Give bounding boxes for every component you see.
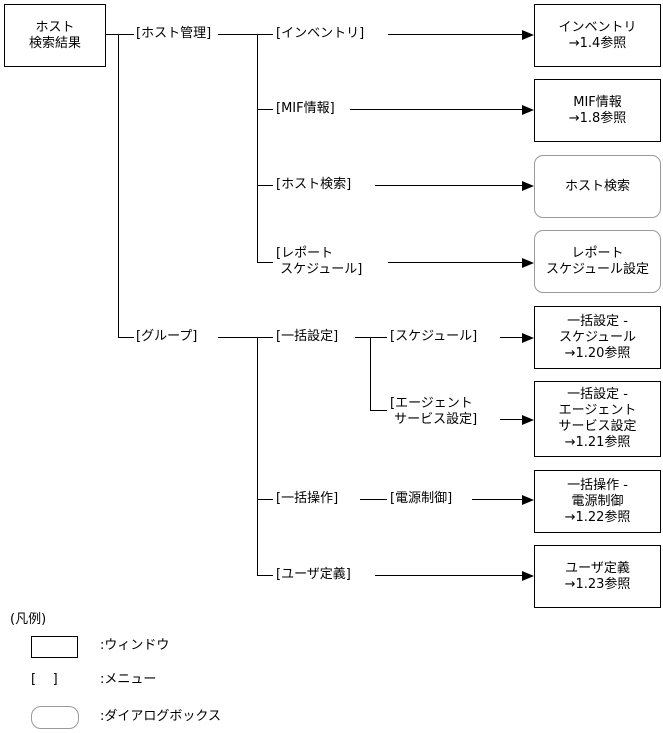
- menu-agent-line1: [エージェント: [390, 396, 473, 411]
- menu-schedule: [スケジュール]: [390, 329, 478, 344]
- arrow-line-inventory: [388, 34, 522, 35]
- arrow-head-power: [522, 495, 534, 505]
- window-bulk-agent-line2: エージェント: [558, 403, 637, 418]
- window-bulk-schedule-line2: スケジュール: [558, 329, 637, 345]
- menu-report-line1: [レポート: [276, 246, 334, 261]
- root-window-host-search-results: ホスト 検索結果: [4, 4, 106, 67]
- arrow-head-mif: [522, 105, 534, 115]
- window-user-def-line2: →1.23参照: [564, 576, 631, 592]
- window-bulk-power-line1: 一括操作 -: [567, 477, 628, 493]
- menu-group: [グループ]: [136, 329, 198, 344]
- connector-group-out: [218, 337, 273, 338]
- connector-to-agent: [370, 410, 387, 411]
- connector-bulk-settings-vertical: [370, 337, 371, 411]
- connector-to-host-search: [257, 185, 273, 186]
- connector-bulk-settings-out: [355, 337, 387, 338]
- connector-root-vertical: [118, 34, 119, 338]
- arrow-line-report: [388, 262, 522, 263]
- menu-bulk-operation: [一括操作]: [276, 491, 339, 506]
- arrow-line-mif: [350, 109, 522, 110]
- arrow-head-host-search: [522, 181, 534, 191]
- legend-dialog-label: :ダイアログボックス: [100, 709, 221, 724]
- legend-window-symbol: [31, 636, 78, 658]
- dialog-host-search-line1: ホスト検索: [564, 178, 630, 194]
- arrow-line-user-def: [375, 575, 522, 576]
- arrow-line-schedule: [500, 337, 522, 338]
- window-bulk-power-line3: →1.22参照: [564, 509, 631, 525]
- connector-to-mif: [257, 109, 273, 110]
- window-bulk-power-line2: 電源制御: [571, 493, 624, 509]
- connector-to-report: [257, 262, 273, 263]
- connector-bulk-operation-out: [360, 499, 387, 500]
- arrow-line-agent: [500, 419, 522, 420]
- window-mif-line2: →1.8参照: [568, 110, 627, 126]
- menu-host-search: [ホスト検索]: [276, 177, 352, 192]
- window-inventory-line2: →1.4参照: [568, 35, 627, 51]
- connector-to-group: [118, 337, 134, 338]
- dialog-report-line1: レポート: [571, 245, 624, 261]
- connector-host-out: [218, 34, 273, 35]
- window-bulk-agent-line3: サービス設定: [558, 419, 637, 434]
- arrow-head-report: [522, 258, 534, 268]
- arrow-line-host-search: [375, 185, 522, 186]
- arrow-head-schedule: [522, 333, 534, 343]
- arrow-head-agent: [522, 415, 534, 425]
- menu-bulk-settings: [一括設定]: [276, 329, 339, 344]
- menu-user-def: [ユーザ定義]: [276, 567, 351, 582]
- menu-agent-line2: サービス設定]: [390, 412, 478, 427]
- legend-dialog-symbol: [31, 706, 79, 729]
- dialog-host-search: ホスト検索: [534, 155, 661, 218]
- dialog-report-schedule: レポート スケジュール設定: [534, 230, 661, 293]
- window-mif: MIF情報 →1.8参照: [534, 79, 661, 142]
- menu-host-mgmt: [ホスト管理]: [136, 26, 212, 41]
- menu-report-line2: スケジュール]: [276, 262, 363, 277]
- menu-mif: [MIF情報]: [276, 101, 335, 116]
- window-inventory-line1: インベントリ: [558, 19, 637, 35]
- menu-power-control: [電源制御]: [390, 491, 453, 506]
- window-user-def-line1: ユーザ定義: [565, 560, 630, 576]
- window-inventory: インベントリ →1.4参照: [534, 4, 661, 67]
- connector-root-to-host: [106, 34, 134, 35]
- window-bulk-schedule: 一括設定 - スケジュール →1.20参照: [534, 306, 661, 369]
- legend-menu-symbol: [ ]: [31, 672, 58, 687]
- window-bulk-agent: 一括設定 - エージェント サービス設定 →1.21参照: [534, 381, 661, 457]
- connector-to-bulk-operation: [257, 499, 273, 500]
- window-bulk-agent-line4: →1.21参照: [564, 435, 631, 450]
- menu-inventory: [インベントリ]: [276, 26, 365, 41]
- window-bulk-schedule-line1: 一括設定 -: [567, 313, 628, 329]
- arrow-head-inventory: [522, 30, 534, 40]
- legend-title: (凡例): [10, 612, 47, 627]
- arrow-line-power: [472, 499, 522, 500]
- dialog-report-line2: スケジュール設定: [545, 261, 650, 277]
- window-user-def: ユーザ定義 →1.23参照: [534, 545, 661, 608]
- legend-window-label: :ウィンドウ: [100, 638, 170, 653]
- root-line1: ホスト: [35, 19, 75, 35]
- window-mif-line1: MIF情報: [573, 94, 622, 110]
- window-bulk-agent-line1: 一括設定 -: [567, 387, 628, 402]
- arrow-head-user-def: [522, 571, 534, 581]
- connector-to-user-def: [257, 575, 273, 576]
- legend-menu-label: :メニュー: [100, 672, 157, 687]
- connector-host-vertical: [257, 34, 258, 263]
- window-bulk-power: 一括操作 - 電源制御 →1.22参照: [534, 470, 661, 533]
- connector-group-vertical: [257, 337, 258, 576]
- root-line2: 検索結果: [28, 35, 81, 51]
- window-bulk-schedule-line3: →1.20参照: [564, 345, 631, 361]
